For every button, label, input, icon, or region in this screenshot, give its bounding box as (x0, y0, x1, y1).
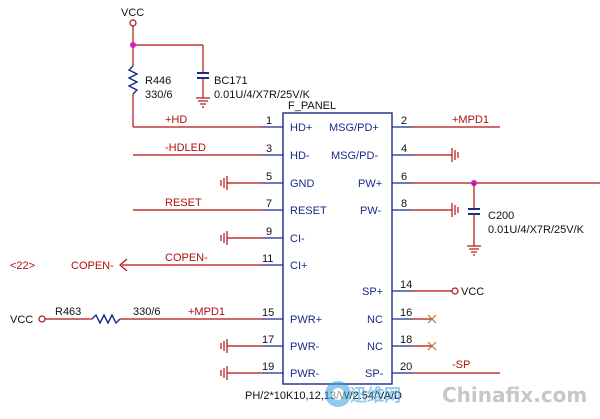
r463-name: R463 (55, 306, 81, 318)
pin-number: 5 (266, 171, 272, 183)
pin-name: HD+ (290, 122, 312, 134)
watermark-text: Chinafix.com (442, 383, 587, 407)
watermark: 迅维网 Chinafix.com (325, 381, 587, 407)
bc171-value: 0.01U/4/X7R/25V/K (214, 89, 311, 101)
capacitor-c200: C200 0.01U/4/X7R/25V/K (467, 183, 585, 256)
ground-icon (220, 339, 228, 353)
junction-dot (130, 42, 136, 48)
pin-name: GND (290, 178, 315, 190)
pin-name: NC (367, 341, 383, 353)
ground-icon (220, 231, 228, 245)
r446-name: R446 (145, 75, 171, 87)
pin-number: 9 (266, 226, 272, 238)
pin-number: 18 (400, 334, 412, 346)
logo-icon: 迅维网 (325, 381, 401, 407)
r446-value: 330/6 (145, 89, 173, 101)
pin-name: PWR- (290, 368, 320, 380)
pin-number: 6 (401, 171, 407, 183)
pin-number: 16 (400, 307, 412, 319)
vcc-top-label: VCC (121, 7, 144, 19)
ground-icon (220, 176, 228, 190)
left-pin-stubs (262, 126, 283, 374)
net-label-reset: RESET (165, 197, 202, 209)
ground-icon (196, 97, 210, 108)
pin-name: MSG/PD+ (329, 122, 379, 134)
pin-name: NC (367, 314, 383, 326)
ground-icon (451, 203, 459, 217)
right-pin-stubs (392, 126, 413, 374)
capacitor-bc171: BC171 0.01U/4/X7R/25V/K (196, 45, 311, 108)
pin-name: PW- (360, 205, 382, 217)
ground-icon (451, 148, 459, 162)
offpage-ref: <22> (10, 260, 35, 272)
pin-name: PWR+ (290, 314, 322, 326)
pin-number: 14 (400, 279, 412, 291)
net-label-mpd1-right: +MPD1 (452, 114, 489, 126)
connector-name: F_PANEL (288, 100, 336, 112)
connector-footprint: PH/2*10K10,12,13/W/2.54/VA/D (245, 390, 402, 402)
pin-name: MSG/PD- (331, 150, 378, 162)
net-label-copen: COPEN- (165, 252, 208, 264)
pin-name: RESET (290, 205, 327, 217)
vcc-top-symbol: VCC (121, 7, 144, 27)
pin-name: CI+ (290, 260, 307, 272)
pin-number: 4 (401, 143, 407, 155)
logo-text: 迅维网 (350, 385, 401, 406)
net-label-sp-minus: -SP (452, 359, 470, 371)
pin-name: SP- (365, 368, 384, 380)
arrow-left-icon (119, 258, 128, 272)
vcc-terminal-icon (451, 287, 459, 295)
vcc-left-label: VCC (10, 314, 33, 326)
net-label-hd: +HD (165, 114, 187, 126)
pin-number: 17 (262, 334, 274, 346)
pin-number: 15 (262, 307, 274, 319)
pin-name: HD- (290, 150, 310, 162)
vcc-sp-label: VCC (461, 286, 484, 298)
pin-name: SP+ (362, 286, 383, 298)
offpage-net: COPEN- (71, 260, 114, 272)
pin-number: 20 (400, 361, 412, 373)
resistor-r446: R446 330/6 (127, 65, 173, 101)
ground-icon (467, 245, 481, 256)
pin-number: 3 (266, 143, 272, 155)
pin-name: PW+ (358, 178, 382, 190)
pin-number: 8 (401, 198, 407, 210)
r463-value: 330/6 (133, 306, 161, 318)
net-label-hdled: -HDLED (165, 142, 206, 154)
net-label-mpd1-left: +MPD1 (188, 306, 225, 318)
bc171-name: BC171 (214, 75, 248, 87)
pin-number: 19 (262, 361, 274, 373)
no-connect-icon (427, 341, 437, 351)
pin-number: 1 (266, 115, 272, 127)
c200-name: C200 (488, 210, 514, 222)
pin-number: 7 (266, 198, 272, 210)
pin-name: CI- (290, 233, 305, 245)
pin-name: PWR- (290, 341, 320, 353)
pin-number: 11 (262, 253, 273, 265)
no-connect-icon (427, 314, 437, 324)
offpage-connector: <22> COPEN- (10, 258, 128, 272)
left-pin-labels: 1 HD+ 3 HD- 5 GND 7 RESET 9 CI- 11 CI+ 1… (262, 115, 327, 380)
c200-value: 0.01U/4/X7R/25V/K (488, 224, 585, 236)
resistor-r463: R463 330/6 (55, 306, 161, 325)
ground-icon (220, 366, 228, 380)
right-pin-labels: 2 MSG/PD+ 4 MSG/PD- 6 PW+ 8 PW- 14 SP+ 1… (329, 115, 412, 380)
pin-number: 2 (401, 115, 407, 127)
vcc-terminal-icon (38, 315, 46, 323)
